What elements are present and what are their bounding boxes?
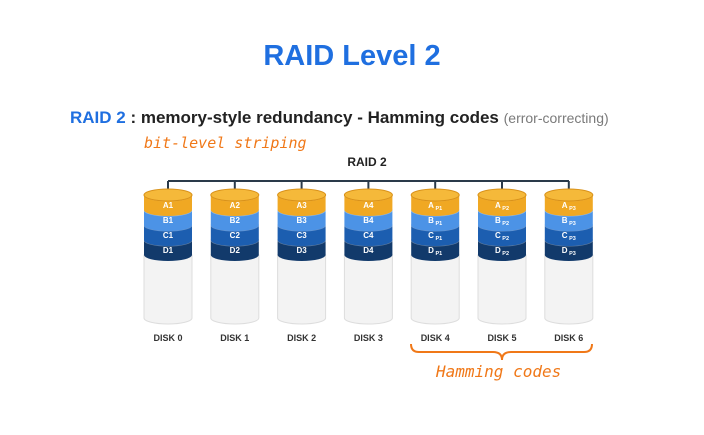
stripe-block — [411, 225, 460, 246]
block-label: D P1 — [428, 246, 442, 257]
disk-body — [343, 254, 393, 325]
disk-label: DISK 4 — [421, 333, 450, 343]
block-label: A P1 — [428, 201, 442, 212]
disk-body — [277, 254, 327, 325]
disk-5: A P2 B P2 C P2 D P2 DISK 5 — [477, 181, 527, 343]
block-label: C P1 — [428, 231, 442, 242]
stripe-block — [144, 225, 192, 246]
block-label: B P3 — [562, 216, 576, 227]
subtitle-text: : memory-style redundancy - Hamming code… — [125, 108, 504, 127]
disk-body — [477, 254, 527, 325]
stripe-block — [277, 225, 326, 246]
stripe-block — [210, 225, 259, 246]
disk-top-cap — [343, 188, 393, 202]
block-label: B P2 — [495, 216, 509, 227]
stripe-block — [411, 240, 460, 261]
subtitle-paren: (error-correcting) — [503, 110, 609, 126]
page-title: RAID Level 2 — [263, 40, 441, 72]
disk-label: DISK 2 — [287, 333, 316, 343]
block-label: D3 — [296, 246, 307, 255]
disk-body — [143, 254, 193, 325]
block-label: C4 — [363, 231, 374, 240]
stripe-block — [144, 210, 192, 231]
disk-label: DISK 3 — [354, 333, 383, 343]
block-label: A4 — [363, 201, 374, 210]
disk-top-cap — [477, 188, 527, 202]
stripe-block — [544, 210, 593, 231]
diagram-label: RAID 2 — [347, 155, 387, 169]
disk-body — [210, 254, 260, 325]
stripe-block — [210, 240, 259, 261]
stripe-block — [411, 210, 460, 231]
stripe-block — [277, 210, 326, 231]
disk-top-cap — [410, 188, 460, 202]
block-label: D4 — [363, 246, 374, 255]
stripe-block — [210, 210, 259, 231]
block-label: A1 — [163, 201, 174, 210]
disk-label: DISK 5 — [487, 333, 516, 343]
block-label: C3 — [296, 231, 307, 240]
block-label: A2 — [230, 201, 241, 210]
stripe-block — [544, 240, 593, 261]
stripe-block — [478, 225, 526, 246]
disk-top-cap — [143, 188, 193, 202]
disk-label: DISK 6 — [554, 333, 583, 343]
block-label: B4 — [363, 216, 374, 225]
disk-top-cap — [210, 188, 260, 202]
stripe-block — [344, 210, 393, 231]
stripe-block — [478, 240, 526, 261]
stripe-block — [344, 225, 393, 246]
disk-6: A P3 B P3 C P3 D P3 DISK 6 — [544, 181, 594, 343]
subtitle: RAID 2 : memory-style redundancy - Hammi… — [70, 108, 609, 128]
block-label: D P2 — [495, 246, 509, 257]
hamming-codes-note: Hamming codes — [436, 362, 562, 381]
disk-top-cap — [544, 188, 594, 202]
disk-top-cap — [277, 188, 327, 202]
disk-4: A P1 B P1 C P1 D P1 DISK 4 — [410, 181, 460, 343]
stripe-block — [344, 240, 393, 261]
block-label: C P3 — [562, 231, 576, 242]
block-label: D1 — [163, 246, 174, 255]
block-label: A3 — [296, 201, 307, 210]
block-label: D2 — [230, 246, 241, 255]
disk-body — [410, 254, 460, 325]
hamming-bracket — [410, 343, 593, 361]
block-label: C1 — [163, 231, 174, 240]
bit-level-striping-note: bit-level striping — [144, 134, 307, 152]
block-label: B2 — [230, 216, 241, 225]
raid-level-label: RAID 2 — [70, 108, 126, 127]
disk-body — [544, 254, 594, 325]
block-label: A P2 — [495, 201, 509, 212]
stripe-block — [478, 210, 526, 231]
block-label: B3 — [296, 216, 307, 225]
disk-label: DISK 0 — [153, 333, 182, 343]
stripe-block — [277, 240, 326, 261]
stripe-block — [144, 240, 192, 261]
block-label: D P3 — [562, 246, 576, 257]
block-label: C P2 — [495, 231, 509, 242]
disk-label: DISK 1 — [220, 333, 249, 343]
stripe-block — [544, 225, 593, 246]
block-label: C2 — [230, 231, 241, 240]
block-label: B1 — [163, 216, 174, 225]
block-label: A P3 — [562, 201, 576, 212]
block-label: B P1 — [428, 216, 442, 227]
